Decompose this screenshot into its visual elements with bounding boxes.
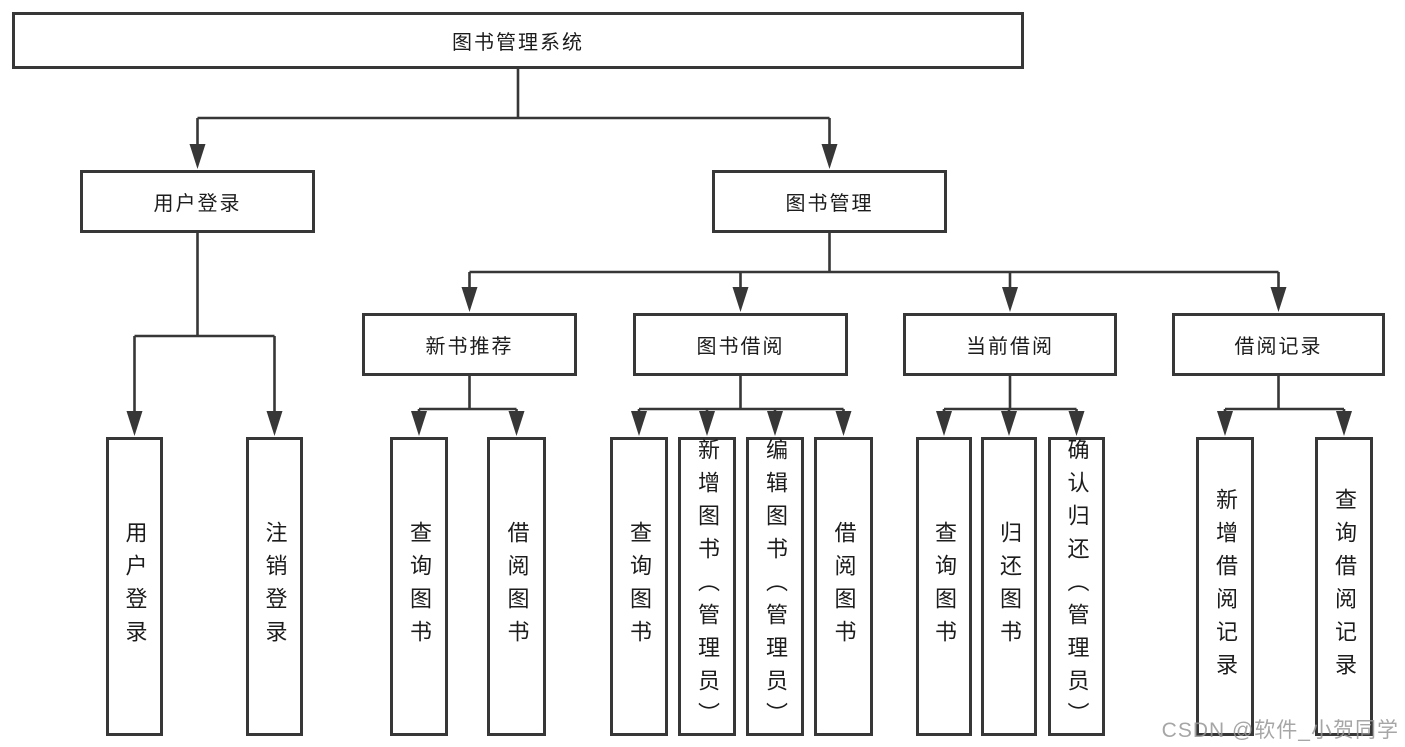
arrow-cb-confirm-return (1068, 411, 1085, 436)
leaf-user-login: 用户登录 (106, 437, 163, 736)
leaf-user-login-label: 用户登录 (122, 520, 148, 653)
leaf-cb-confirm-return: 确认归还（管理员） (1048, 437, 1105, 736)
connector-book-mgmt-to-level3 (468, 233, 1280, 294)
csdn-watermark: CSDN @软件_小贺同学 (1161, 719, 1399, 742)
leaf-bb-borrow-books: 借阅图书 (814, 437, 873, 736)
leaf-br-query-record: 查询借阅记录 (1315, 437, 1373, 736)
leaf-bb-add-books: 新增图书（管理员） (678, 437, 736, 736)
arrow-bb-query-books (631, 411, 647, 436)
leaf-bb-add-books-label: 新增图书（管理员） (695, 438, 720, 735)
leaf-br-query-record-label: 查询借阅记录 (1332, 487, 1357, 686)
arrow-cb-query-books (936, 411, 952, 436)
node-borrow-records-label: 借阅记录 (1234, 336, 1323, 358)
arrow-br-add-record (1217, 411, 1233, 436)
arrow-borrow-records (1270, 287, 1287, 312)
arrow-current-borrow (1002, 287, 1018, 312)
leaf-bb-edit-books-label: 编辑图书（管理员） (763, 438, 788, 735)
connector-user-login-to-leaves (133, 233, 276, 418)
leaf-nb-query-books: 查询图书 (390, 437, 448, 736)
arrow-bb-edit-books (767, 411, 783, 436)
arrow-book-mgmt (821, 144, 838, 169)
node-current-borrow-label: 当前借阅 (966, 336, 1054, 358)
arrow-user-login (189, 144, 206, 169)
leaf-nb-query-books-label: 查询图书 (407, 520, 432, 653)
arrow-ul-logout (266, 411, 283, 436)
node-user-login: 用户登录 (80, 170, 315, 233)
arrowheads (126, 144, 1352, 436)
connector-book-borrow-to-leaves (637, 376, 845, 418)
leaf-br-add-record: 新增借阅记录 (1196, 437, 1254, 736)
node-user-login-label: 用户登录 (153, 193, 242, 215)
node-book-mgmt-label: 图书管理 (785, 193, 874, 215)
leaf-cb-query-books-label: 查询图书 (932, 520, 957, 653)
node-book-borrow-label: 图书借阅 (696, 336, 785, 358)
leaf-nb-borrow-books-label: 借阅图书 (504, 520, 530, 653)
leaf-bb-query-books: 查询图书 (610, 437, 668, 736)
node-root: 图书管理系统 (12, 12, 1024, 69)
leaf-cb-query-books: 查询图书 (916, 437, 972, 736)
arrow-bb-add-books (699, 411, 715, 436)
arrow-ul-user-login (126, 411, 143, 436)
leaf-cb-confirm-return-label: 确认归还（管理员） (1064, 438, 1090, 735)
arrow-new-books (461, 287, 478, 312)
leaf-cb-return-books: 归还图书 (981, 437, 1037, 736)
node-book-mgmt: 图书管理 (712, 170, 947, 233)
node-borrow-records: 借阅记录 (1172, 313, 1385, 376)
arrow-bb-borrow-books (835, 411, 852, 436)
arrow-nb-query-books (411, 411, 427, 436)
leaf-br-add-record-label: 新增借阅记录 (1213, 487, 1238, 686)
leaf-bb-query-books-label: 查询图书 (627, 520, 652, 653)
leaf-bb-borrow-books-label: 借阅图书 (831, 520, 857, 653)
node-book-borrow: 图书借阅 (633, 313, 848, 376)
node-current-borrow: 当前借阅 (903, 313, 1117, 376)
connector-borrow-records-to-leaves (1223, 376, 1346, 418)
connector-root-to-level2 (196, 69, 831, 150)
arrow-br-query-record (1336, 411, 1352, 436)
leaf-bb-edit-books: 编辑图书（管理员） (746, 437, 804, 736)
arrow-book-borrow (732, 287, 749, 312)
leaf-logout-label: 注销登录 (262, 520, 288, 653)
connector-new-books-to-leaves (417, 376, 518, 418)
arrow-cb-return-books (1001, 411, 1017, 436)
node-root-label: 图书管理系统 (452, 32, 584, 54)
leaf-cb-return-books-label: 归还图书 (997, 520, 1022, 653)
arrow-nb-borrow-books (508, 411, 525, 436)
node-new-books: 新书推荐 (362, 313, 577, 376)
leaf-logout: 注销登录 (246, 437, 303, 736)
leaf-nb-borrow-books: 借阅图书 (487, 437, 546, 736)
node-new-books-label: 新书推荐 (425, 336, 514, 358)
